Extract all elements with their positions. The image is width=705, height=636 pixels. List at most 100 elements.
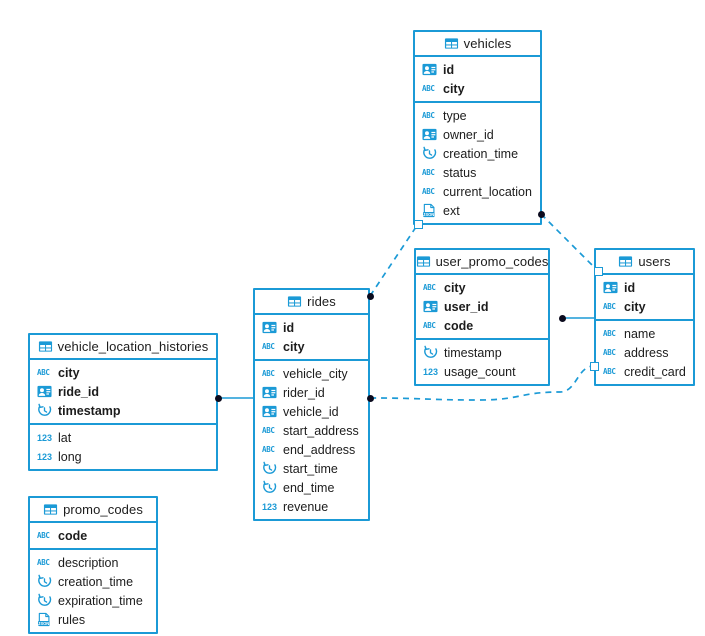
edge-source-dot-rides-to-users (366, 394, 374, 402)
key-field-id[interactable]: id (415, 60, 540, 79)
key-field-id[interactable]: id (255, 318, 368, 337)
field-label: creation_time (443, 146, 519, 161)
edge-target-square-rides-to-users (589, 361, 599, 371)
abc-icon: ABC (422, 111, 435, 120)
id-badge-icon (423, 299, 438, 314)
field-end_time[interactable]: end_time (255, 478, 368, 497)
key-field-timestamp[interactable]: timestamp (30, 401, 216, 420)
field-end_address[interactable]: ABC end_address (255, 440, 368, 459)
number-icon: 123 (37, 433, 53, 443)
edge-target-square-vehicles-to-users (593, 266, 603, 276)
id-badge-icon (422, 62, 437, 77)
field-label: city (283, 339, 305, 354)
key-field-city[interactable]: ABC city (255, 337, 368, 356)
abc-icon: ABC (262, 445, 275, 454)
clock-icon (37, 574, 52, 589)
edge-source-dot-rides-to-vehicles (366, 292, 374, 300)
field-label: status (443, 165, 477, 180)
table-name: rides (307, 294, 336, 309)
table-name: vehicles (463, 36, 512, 51)
table-icon (618, 254, 633, 269)
abc-icon: ABC (422, 187, 435, 196)
abc-icon: ABC (262, 342, 275, 351)
table-header-user_promo_codes[interactable]: user_promo_codes (416, 250, 548, 275)
field-owner_id[interactable]: owner_id (415, 125, 540, 144)
table-header-vehicle_location_histories[interactable]: vehicle_location_histories (30, 335, 216, 360)
key-field-id[interactable]: id (596, 278, 693, 297)
table-header-vehicles[interactable]: vehicles (415, 32, 540, 57)
field-expiration_time[interactable]: expiration_time (30, 591, 156, 610)
field-label: start_time (283, 461, 338, 476)
field-label: lat (58, 430, 72, 445)
field-creation_time[interactable]: creation_time (30, 572, 156, 591)
field-label: name (624, 326, 656, 341)
table-name: vehicle_location_histories (57, 339, 209, 354)
field-label: city (443, 81, 465, 96)
svg-text:JSON: JSON (423, 212, 434, 217)
field-label: city (444, 280, 466, 295)
field-ext[interactable]: JSON ext (415, 201, 540, 220)
field-label: timestamp (58, 403, 121, 418)
field-name[interactable]: ABC name (596, 324, 693, 343)
key-field-ride_id[interactable]: ride_id (30, 382, 216, 401)
json-icon: JSON (37, 612, 52, 627)
field-creation_time[interactable]: creation_time (415, 144, 540, 163)
field-timestamp[interactable]: timestamp (416, 343, 548, 362)
field-lat[interactable]: 123 lat (30, 428, 216, 447)
field-label: end_address (283, 442, 356, 457)
field-type[interactable]: ABC type (415, 106, 540, 125)
field-label: city (624, 299, 646, 314)
number-icon: 123 (37, 452, 53, 462)
field-start_time[interactable]: start_time (255, 459, 368, 478)
key-field-user_id[interactable]: user_id (416, 297, 548, 316)
field-label: type (443, 108, 467, 123)
json-icon: JSON (422, 203, 437, 218)
field-label: city (58, 365, 80, 380)
field-label: address (624, 345, 669, 360)
table-header-promo_codes[interactable]: promo_codes (30, 498, 156, 523)
field-label: end_time (283, 480, 335, 495)
table-icon (416, 254, 431, 269)
field-vehicle_id[interactable]: vehicle_id (255, 402, 368, 421)
field-label: start_address (283, 423, 359, 438)
field-rider_id[interactable]: rider_id (255, 383, 368, 402)
table-header-rides[interactable]: rides (255, 290, 368, 315)
abc-icon: ABC (603, 367, 616, 376)
field-label: ext (443, 203, 460, 218)
field-label: vehicle_city (283, 366, 348, 381)
svg-text:JSON: JSON (38, 621, 49, 626)
clock-icon (37, 403, 52, 418)
table-icon (444, 36, 459, 51)
table-header-users[interactable]: users (596, 250, 693, 275)
abc-icon: ABC (603, 329, 616, 338)
